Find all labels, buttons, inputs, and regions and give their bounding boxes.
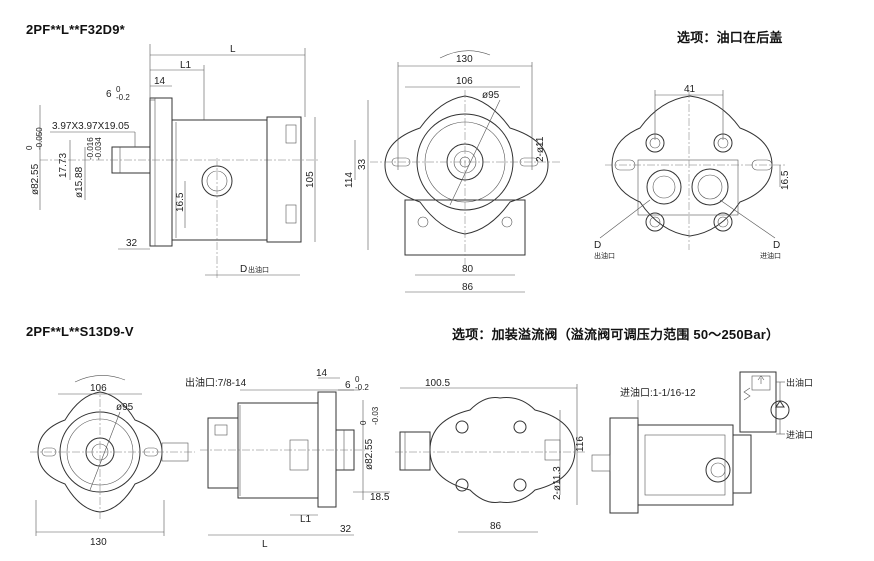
- bottom-side-dim-18-5: 18.5: [370, 492, 390, 503]
- bottom-model-title: 2PF**L**S13D9-V: [26, 324, 134, 339]
- top-side-tol6-top: 0: [116, 85, 121, 94]
- schematic-outlet-label: 出油口: [786, 377, 813, 389]
- bottom-side-dim-L1: L1: [300, 514, 312, 525]
- top-front-dim-114: 114: [344, 172, 355, 188]
- bottom-top-dim-100-5: 100.5: [425, 378, 450, 389]
- top-front-view: 130 106 ø95 2-ø11 33 114 80 86: [344, 50, 560, 293]
- bottom-rear-view: 进油口:1-1/16-12: [591, 386, 752, 514]
- top-side-tol6-bot: -0.2: [116, 93, 130, 102]
- bottom-front-dim-95: ø95: [116, 402, 134, 413]
- top-front-dim-80: 80: [462, 264, 474, 275]
- bottom-side-view: 出油口:7/8-14 14 6 0 -0.2 ø82.55 0 -0.03 18…: [185, 368, 390, 550]
- bottom-side-tol6-top: 0: [355, 375, 360, 384]
- bottom-rear-inlet-label: 进油口:1-1/16-12: [620, 386, 696, 399]
- top-front-dim-86: 86: [462, 282, 474, 293]
- bottom-option-text: 选项：加装溢流阀（溢流阀可调压力范围 50～250Bar）: [452, 327, 780, 342]
- top-side-tol15-bot: -0.034: [94, 137, 103, 160]
- top-side-view: L L1 14 6 0 -0.2 3.97X3.97X19.05 ø82.55 …: [25, 44, 320, 280]
- bottom-front-dim-130: 130: [90, 537, 107, 548]
- top-rear-inlet-label: 进油口: [760, 251, 781, 260]
- bottom-side-dim-6: 6: [345, 380, 351, 391]
- top-front-dim-95: ø95: [482, 90, 500, 101]
- top-side-dim-105: 105: [305, 171, 316, 188]
- top-rear-dim-41: 41: [684, 84, 696, 95]
- top-rear-outlet-label: 出油口: [594, 251, 615, 260]
- bottom-front-view: 106 ø95 130: [30, 375, 195, 548]
- bottom-side-dim-L: L: [262, 539, 268, 550]
- bottom-top-dim-2-11-3: 2-ø11.3: [552, 466, 563, 500]
- top-side-dim-14: 14: [154, 76, 166, 87]
- top-side-dim-17: 17.73: [58, 153, 69, 178]
- top-option-text: 选项：油口在后盖: [677, 30, 783, 45]
- top-side-dim-L1: L1: [180, 60, 192, 71]
- bottom-top-view: 100.5 116 2-ø11.3 86: [395, 378, 586, 533]
- top-side-dim-spline: 3.97X3.97X19.05: [52, 121, 130, 132]
- top-side-port-D: D: [240, 264, 247, 275]
- top-front-dim-130: 130: [456, 54, 473, 65]
- top-side-dim-82: ø82.55: [30, 163, 41, 195]
- top-side-dim-15: ø15.88: [74, 166, 85, 198]
- bottom-top-dim-86: 86: [490, 521, 502, 532]
- top-side-dim-6: 6: [106, 89, 112, 100]
- top-side-port-label: 出油口: [248, 265, 269, 274]
- bottom-side-dim-14: 14: [316, 368, 328, 379]
- top-side-dim-16-5: 16.5: [175, 192, 186, 212]
- top-side-dim-32: 32: [126, 238, 138, 249]
- top-front-dim-106: 106: [456, 76, 473, 87]
- top-rear-dim-16-5: 16.5: [780, 170, 791, 190]
- bottom-side-outlet-label: 出油口:7/8-14: [185, 376, 247, 389]
- bottom-side-tol82-bot: -0.03: [371, 406, 380, 425]
- top-side-tol82-top: 0: [25, 145, 34, 150]
- top-front-dim-2-11: 2-ø11: [535, 136, 546, 162]
- top-front-dim-33: 33: [357, 158, 368, 170]
- bottom-side-tol82-top: 0: [359, 420, 368, 425]
- top-side-tol82-bot: -0.050: [35, 127, 44, 150]
- bottom-top-dim-116: 116: [575, 436, 586, 452]
- bottom-side-dim-82: ø82.55: [364, 438, 375, 470]
- top-rear-port-D-right: D: [773, 240, 780, 251]
- top-rear-view: 41 16.5 D 出油口 D 进油口: [594, 84, 791, 260]
- top-side-dim-L: L: [230, 44, 236, 55]
- schematic-inlet-label: 进油口: [786, 429, 813, 441]
- hydraulic-schematic: 出油口 进油口: [739, 371, 813, 441]
- bottom-front-dim-106: 106: [90, 383, 107, 394]
- top-model-title: 2PF**L**F32D9*: [26, 22, 125, 37]
- top-rear-port-D-left: D: [594, 240, 601, 251]
- bottom-side-dim-32: 32: [340, 524, 352, 535]
- bottom-side-tol6-bot: -0.2: [355, 383, 369, 392]
- top-side-tol15-top: -0.016: [86, 137, 95, 160]
